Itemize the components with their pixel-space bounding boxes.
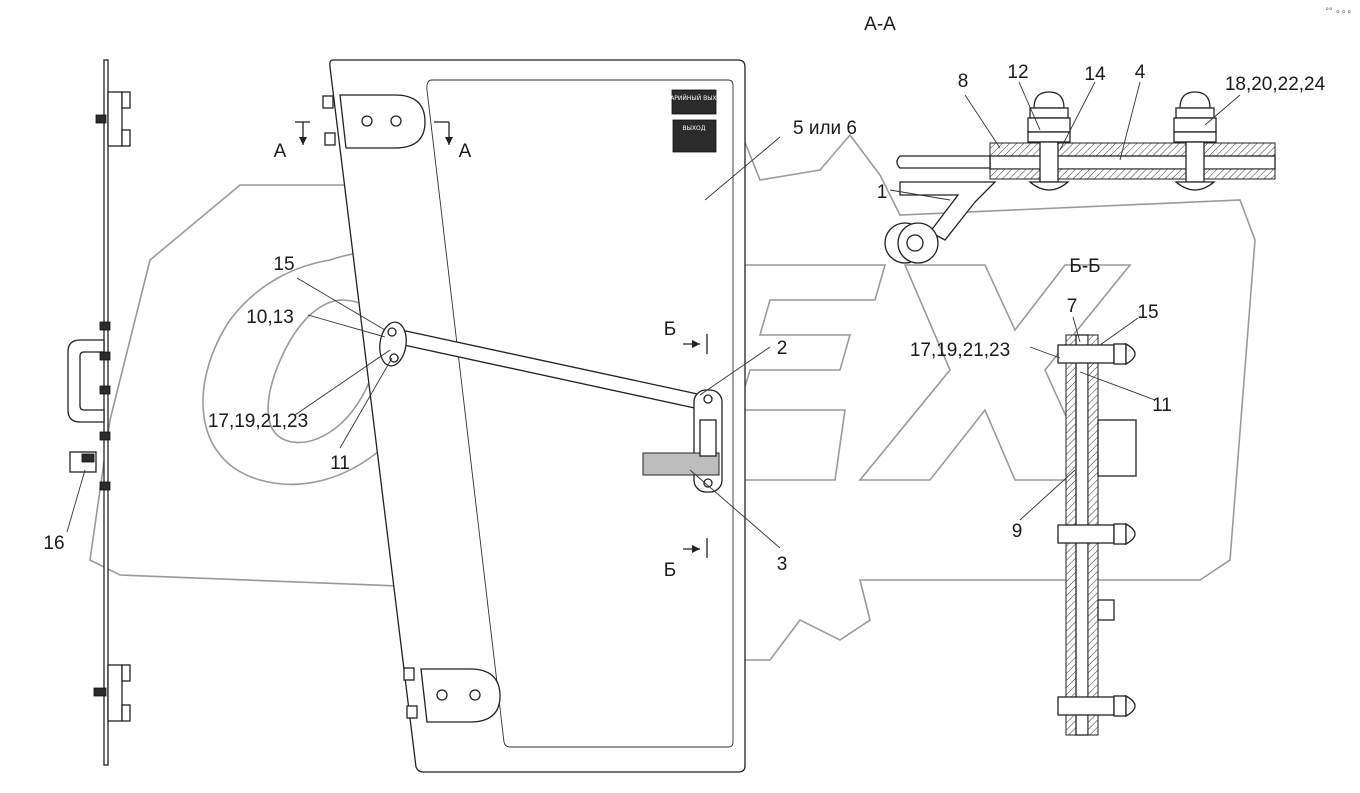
cut-a-left: А <box>274 141 287 162</box>
callout-5-or-6: 5 или 6 <box>793 118 857 139</box>
emergency-exit-tag <box>671 89 717 115</box>
bb-bolt-bottom <box>1057 694 1136 718</box>
side-bottom-hinge <box>107 664 123 722</box>
callout-11: 11 <box>330 453 350 474</box>
callout-8: 8 <box>958 71 969 92</box>
callout-10-13: 10,13 <box>246 307 294 328</box>
callout-17-19-21-23-bb: 17,19,21,23 <box>910 340 1010 361</box>
callout-12: 12 <box>1007 62 1028 83</box>
side-view <box>67 59 131 766</box>
callout-1: 1 <box>877 182 888 203</box>
section-aa-title: А-А <box>864 14 896 35</box>
callout-14: 14 <box>1084 64 1106 85</box>
bb-bolt-top <box>1057 342 1136 366</box>
side-handle <box>67 339 105 423</box>
section-bb <box>1057 334 1137 736</box>
aa-layer-top <box>989 142 1276 157</box>
bb-bracket <box>1097 419 1137 477</box>
door-panel <box>329 59 746 773</box>
section-aa <box>884 91 1276 264</box>
bottom-hinge-plate <box>420 668 501 723</box>
door-front-view: АВАРИЙНЫЙ ВЫХОД ВЫХОД <box>295 59 746 773</box>
corner-mark: °° ∘∘∘ <box>1325 6 1352 16</box>
callout-9: 9 <box>1012 521 1023 542</box>
exit-instruction-tag <box>672 119 717 153</box>
callout-4: 4 <box>1135 62 1146 83</box>
cut-a-right: А <box>459 141 472 162</box>
callout-17-19-21-23: 17,19,21,23 <box>208 411 308 432</box>
aa-bolt-left <box>1027 91 1071 191</box>
callout-11-bb: 11 <box>1152 395 1172 416</box>
cut-b-bottom: Б <box>664 560 676 581</box>
leader-lines <box>66 81 1241 549</box>
callout-15-bb: 15 <box>1137 302 1158 323</box>
lock-handle-3 <box>642 452 720 476</box>
aa-lever <box>899 181 997 241</box>
labels: А-А Б-Б А А Б Б 5 или 6 15 10,13 17,19,2… <box>43 6 1352 581</box>
tag2-text: ВЫХОД <box>683 125 706 132</box>
door-inner-outline <box>426 79 734 748</box>
cut-b-top: Б <box>664 319 676 340</box>
callout-3: 3 <box>777 554 788 575</box>
side-top-hinge <box>107 91 123 147</box>
aa-panel-tip <box>896 155 991 169</box>
section-bb-title: Б-Б <box>1069 256 1100 277</box>
aa-bolt-right <box>1173 91 1217 191</box>
callout-18-20-22-24: 18,20,22,24 <box>1225 74 1326 95</box>
callout-16: 16 <box>43 533 64 554</box>
callout-7: 7 <box>1067 296 1078 317</box>
watermark-letter-e <box>648 264 887 481</box>
bb-bolt-middle <box>1057 522 1136 546</box>
callout-15: 15 <box>273 254 294 275</box>
rod-left-mount <box>379 321 407 367</box>
callout-2: 2 <box>777 338 788 359</box>
top-hinge-plate <box>339 94 426 149</box>
tag1-text: АВАРИЙНЫЙ ВЫХОД <box>662 95 726 102</box>
